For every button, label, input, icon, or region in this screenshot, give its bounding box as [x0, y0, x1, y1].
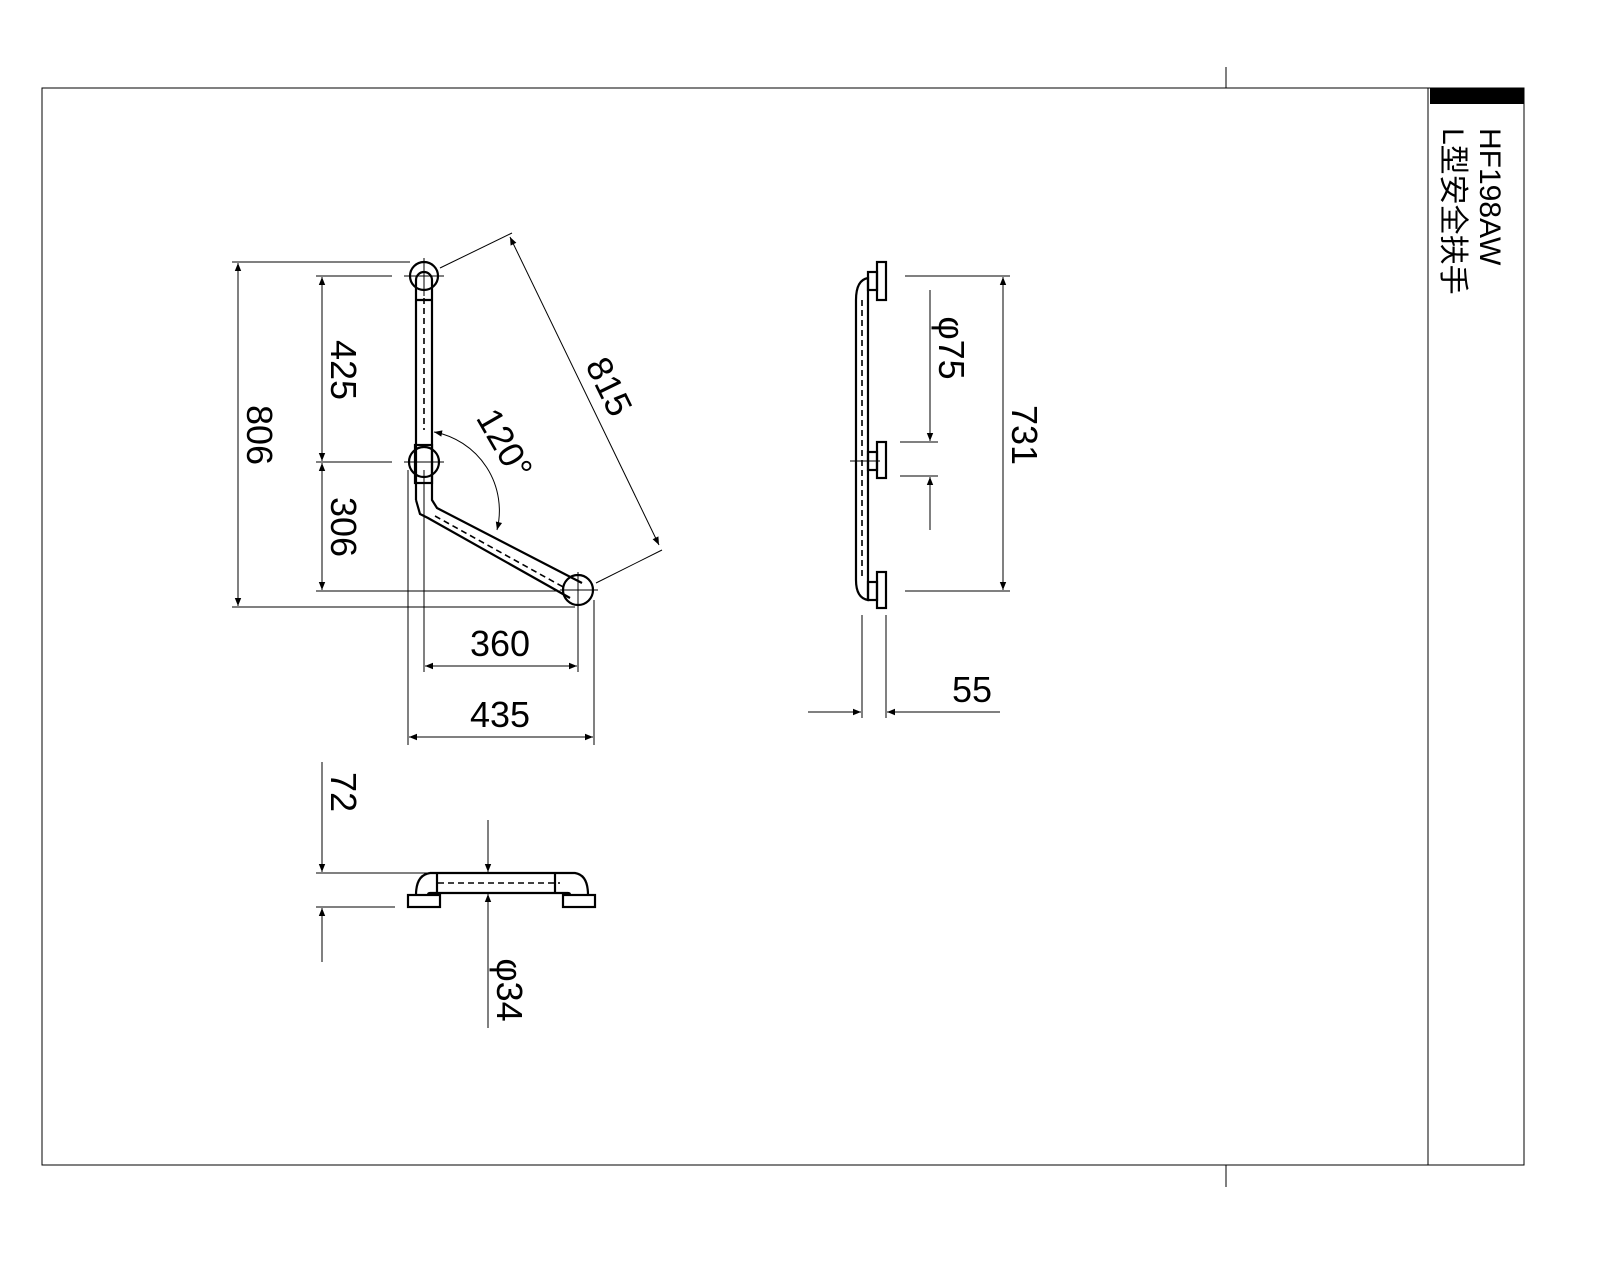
dim-flange-diameter: φ75 — [931, 316, 972, 379]
dim-upper-segment: 425 — [323, 340, 364, 400]
side-view: 731 φ75 55 — [808, 260, 1045, 718]
top-view: 72 φ34 — [316, 762, 597, 1028]
dim-lower-segment: 306 — [323, 497, 364, 557]
dim-side-span: 731 — [1004, 405, 1045, 465]
drawing-frame — [41, 67, 1525, 1187]
dim-horizontal-outer: 435 — [470, 694, 530, 735]
dim-wall-offset: 72 — [323, 772, 364, 812]
dim-angle: 120° — [468, 401, 541, 486]
front-view: 806 425 306 815 120° 360 435 — [232, 232, 663, 745]
dim-diagonal-span: 815 — [578, 351, 641, 423]
dim-overall-height: 806 — [239, 405, 280, 465]
product-name: L型安全扶手 — [1436, 128, 1469, 295]
dim-horizontal-inner: 360 — [470, 623, 530, 664]
model-number: HF198AW — [1473, 128, 1506, 266]
dim-tube-diameter: φ34 — [489, 958, 530, 1021]
title-block: HF198AW L型安全扶手 — [1436, 128, 1506, 295]
dim-projection: 55 — [952, 669, 992, 710]
